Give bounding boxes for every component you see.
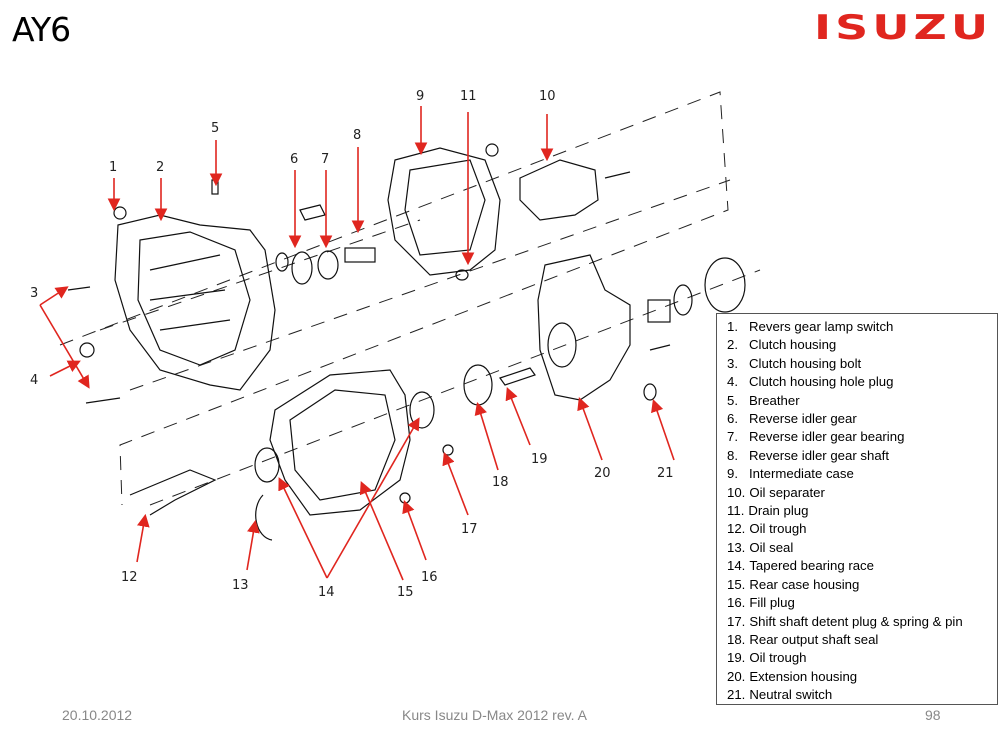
legend-item: 17.Shift shaft detent plug & spring & pi… [727,613,963,629]
legend-item: 6.Reverse idler gear [727,411,857,427]
legend-item: 5.Breather [727,392,800,408]
legend-item: 16.Fill plug [727,595,795,611]
callout-arrows [39,106,675,581]
legend-item: 11.Drain plug [727,503,809,519]
legend-item: 1.Revers gear lamp switch [727,319,894,334]
callout-6: 6 [290,152,299,167]
legend-item: 7.Reverse idler gear bearing [727,429,905,445]
reverse-idler-parts-drawing [275,204,376,285]
footer-page-number: 98 [925,707,941,723]
callout-13: 13 [232,578,249,593]
callout-10: 10 [539,89,556,104]
callout-11: 11 [460,89,477,104]
callout-4: 4 [30,373,39,388]
legend-item: 20.Extension housing [727,668,858,684]
extension-housing-drawing [537,254,746,401]
legend-item: 15.Rear case housing [727,576,860,592]
legend-item: 12.Oil trough [727,521,807,537]
oil-separator-drawing [519,159,631,221]
callout-19: 19 [531,452,548,467]
callout-18: 18 [492,475,509,490]
legend-item: 18.Rear output shaft seal [727,631,879,647]
legend-item: 21.Neutral switch [727,687,833,703]
callout-14: 14 [318,585,335,600]
callout-12: 12 [121,570,138,585]
legend-item: 4.Clutch housing hole plug [727,374,894,390]
callout-1: 1 [109,160,118,175]
legend-item: 2.Clutch housing [727,337,837,353]
callout-15: 15 [397,585,414,600]
legend-item: 13.Oil seal [727,539,794,555]
slide-title: AY6 [12,10,71,49]
callout-3: 3 [30,286,39,301]
rear-case-drawing [129,364,536,541]
legend-item: 10.Oil separater [727,484,825,500]
callout-7: 7 [321,152,330,167]
legend-item: 3.Clutch housing bolt [727,355,862,371]
callout-9: 9 [416,89,425,104]
clutch-housing-drawing [67,179,276,404]
axis-lines [59,91,761,506]
callout-5: 5 [211,121,220,136]
legend-item: 14.Tapered bearing race [727,558,874,574]
exploded-diagram [39,91,761,581]
legend-item: 9.Intermediate case [727,466,854,482]
callout-8: 8 [353,128,362,143]
isuzu-logo: ISUZU [814,8,993,48]
legend-item: 8.Reverse idler gear shaft [727,447,890,463]
legend-item: 19.Oil trough [727,650,807,666]
callout-2: 2 [156,160,165,175]
callout-20: 20 [594,466,611,481]
callout-16: 16 [421,570,438,585]
intermediate-case-drawing [387,143,501,281]
footer-course: Kurs Isuzu D-Max 2012 rev. A [402,707,587,723]
footer-date: 20.10.2012 [62,707,133,723]
callout-17: 17 [461,522,478,537]
callout-21: 21 [657,466,674,481]
parts-legend: 1.Revers gear lamp switch 2.Clutch housi… [716,313,998,705]
